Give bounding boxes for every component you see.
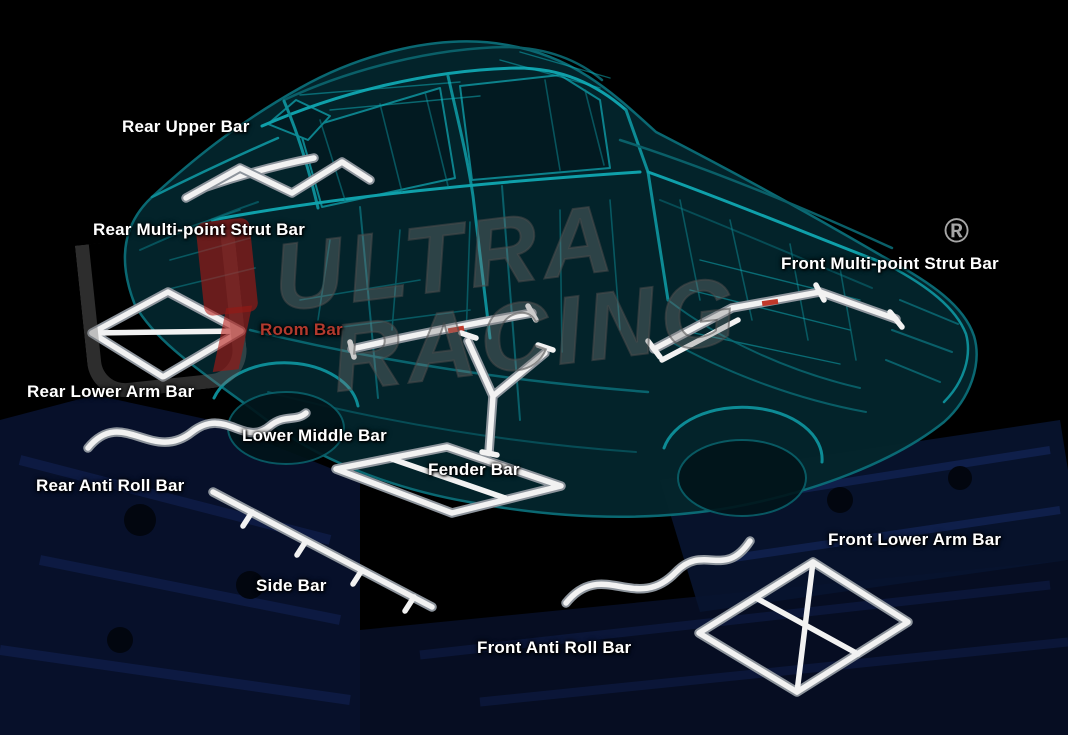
front-lower-arm-bar-part	[694, 557, 913, 697]
label-rear-upper-bar: Rear Upper Bar	[122, 117, 250, 136]
lower-middle-bar-part	[331, 442, 566, 518]
side-bar-part	[208, 487, 437, 614]
label-side-bar: Side Bar	[256, 576, 327, 595]
ultra-racing-decal	[761, 298, 779, 307]
label-front-multi-point-strut-bar: Front Multi-point Strut Bar	[781, 254, 999, 273]
rear-multi-point-strut-bar-part	[181, 157, 375, 203]
strut-bars	[83, 153, 913, 697]
ultra-racing-decal	[447, 325, 465, 334]
label-front-lower-arm-bar: Front Lower Arm Bar	[828, 530, 1002, 549]
label-rear-multi-point-strut-bar: Rear Multi-point Strut Bar	[93, 220, 306, 239]
registered-trademark-symbol: ®	[944, 212, 970, 250]
label-front-anti-roll-bar: Front Anti Roll Bar	[477, 638, 632, 657]
room-bar-part	[347, 303, 539, 360]
underbody-subframe-art	[0, 395, 1068, 735]
label-fender-bar: Fender Bar	[428, 460, 520, 479]
label-rear-anti-roll-bar: Rear Anti Roll Bar	[36, 476, 185, 495]
fender-bar-part	[458, 330, 556, 458]
front-multi-point-strut-bar-part	[645, 282, 905, 363]
rear-anti-roll-bar-part	[83, 408, 311, 453]
front-anti-roll-bar-part	[561, 536, 755, 608]
rear-lower-arm-bar-part	[87, 287, 246, 382]
label-room-bar: Room Bar	[260, 320, 343, 339]
label-rear-lower-arm-bar: Rear Lower Arm Bar	[27, 382, 195, 401]
label-lower-middle-bar: Lower Middle Bar	[242, 426, 387, 445]
